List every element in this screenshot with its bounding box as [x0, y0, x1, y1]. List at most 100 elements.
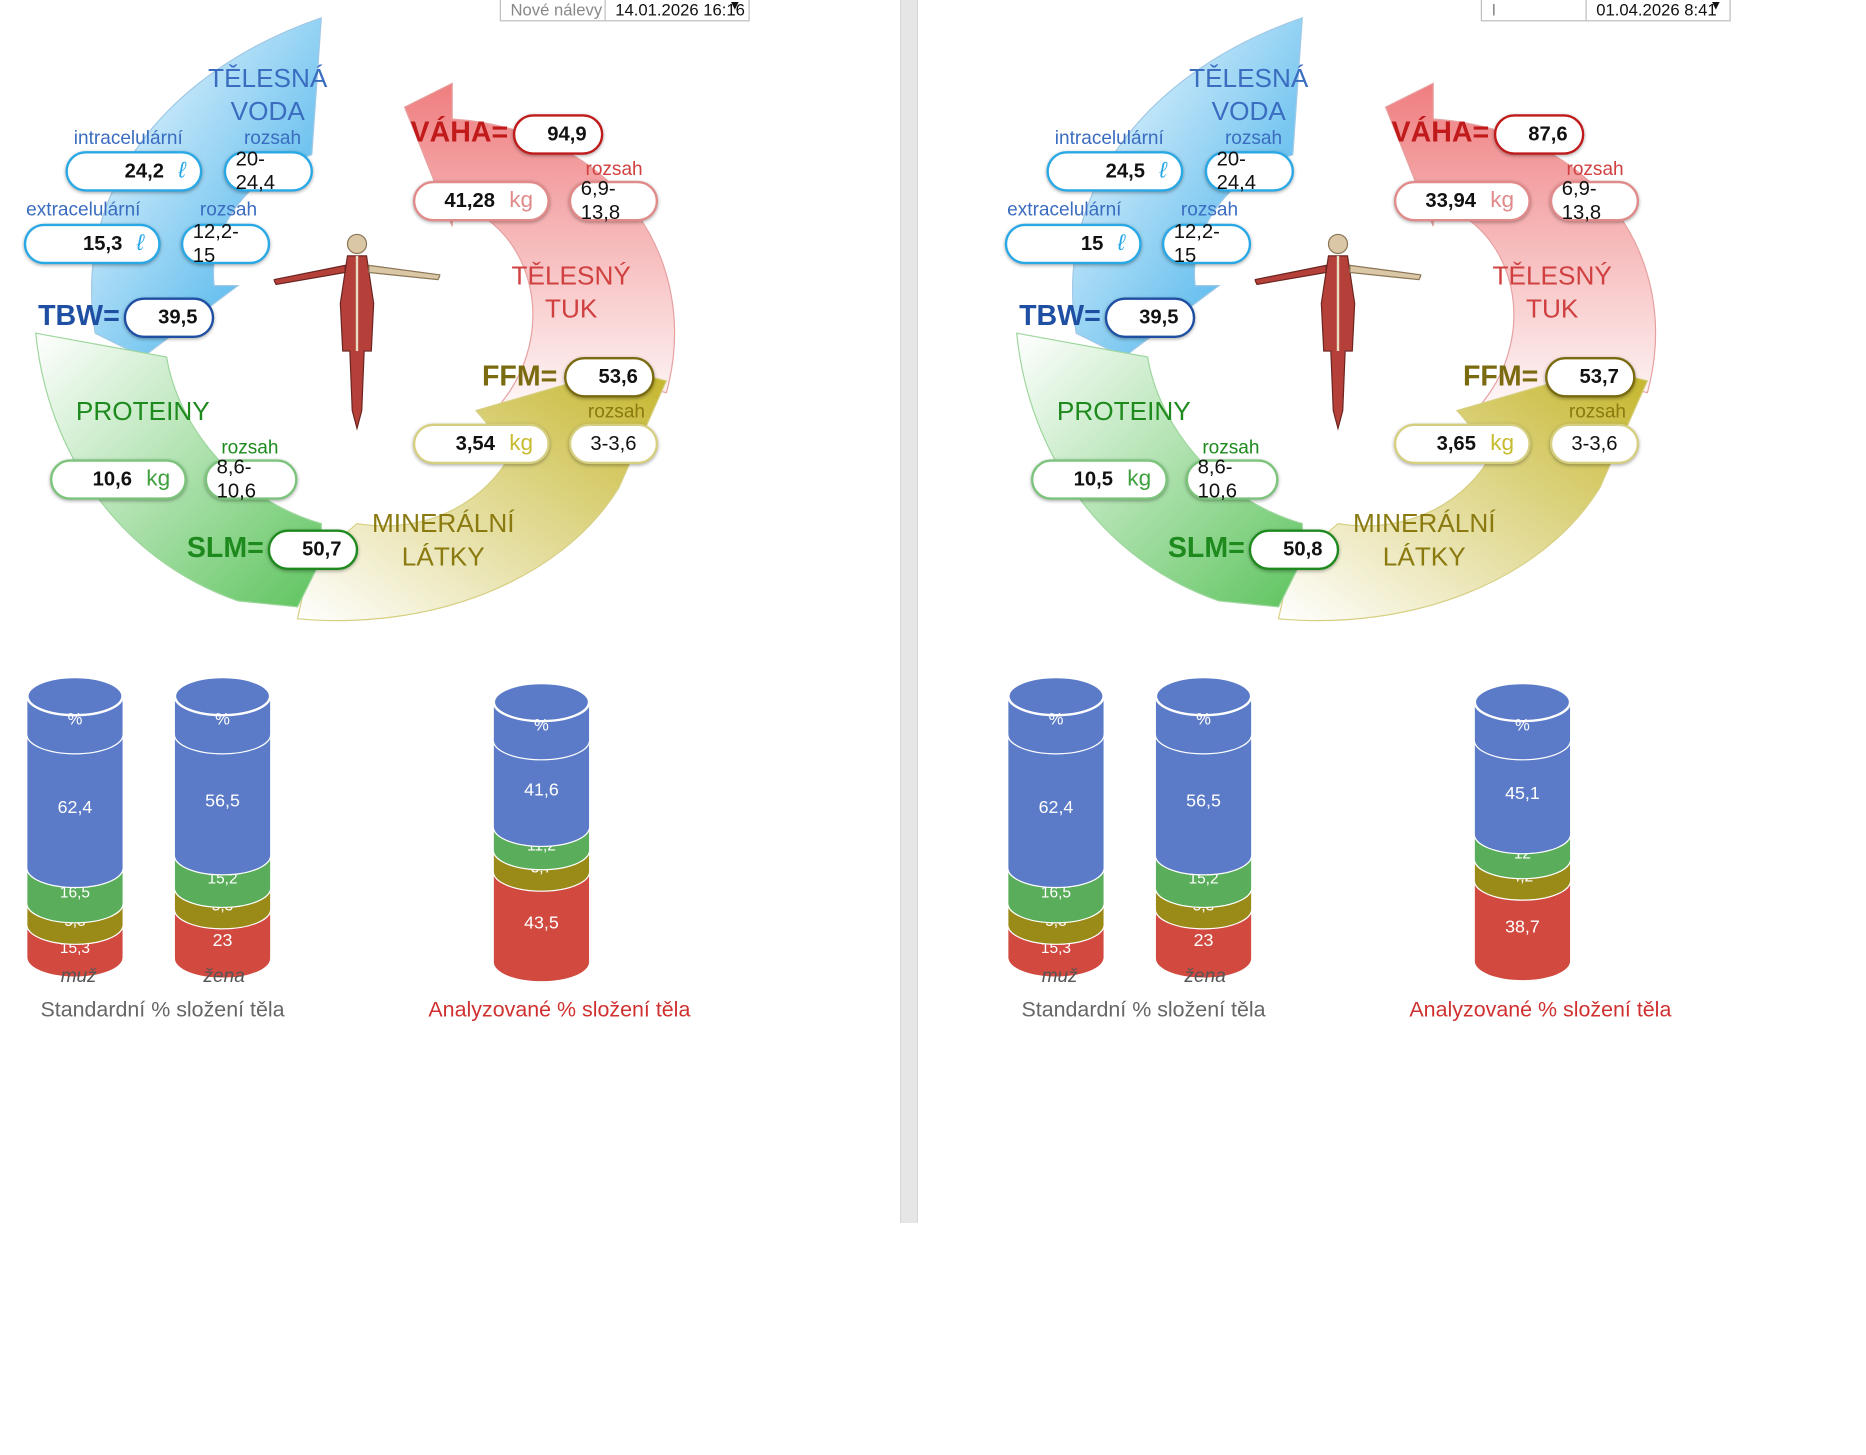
- right-analyzed-cylinder-cap-top: [1473, 681, 1572, 723]
- mineral-title: MINERÁLNÍ LÁTKY: [1352, 508, 1496, 572]
- ffm-field: 53,6: [564, 357, 655, 398]
- weight-label: VÁHA=: [410, 116, 509, 149]
- tbw-field: 39,5: [123, 297, 215, 338]
- left-female-cylinder-value-1: 15,2: [207, 870, 237, 887]
- left-male-cylinder-percent-label: %: [68, 710, 83, 729]
- mineral-range-label: rozsah: [587, 402, 646, 423]
- slm-label: SLM=: [186, 531, 264, 565]
- weight-field: 87,6: [1493, 114, 1585, 155]
- extracellular-range-field: 12,2-15: [180, 220, 271, 267]
- left-analyzed-cylinder-value-3: 43,5: [524, 913, 559, 933]
- chevron-down-icon: ▼: [728, 0, 742, 14]
- ffm-label: FFM=: [481, 360, 558, 393]
- fat-title: TĚLESNÝ TUK: [1492, 260, 1612, 324]
- fat-title: TĚLESNÝ TUK: [511, 260, 631, 324]
- right-analyzed-cylinder-segment-body-3: [1474, 880, 1571, 981]
- right-female-cylinder-segment-body-0: [1155, 734, 1252, 875]
- water-title: TĚLESNÁ VODA: [1189, 63, 1309, 127]
- fat-range-label: rozsah: [1566, 159, 1624, 180]
- left-male-cylinder-segment-body-0: [27, 734, 123, 887]
- intracellular-range-label: rozsah: [243, 128, 302, 149]
- right-analyzed-cylinder-segment-body-0: [1474, 740, 1571, 854]
- liter-icon: ℓ: [1159, 158, 1167, 184]
- slm-field: 50,8: [1248, 529, 1340, 571]
- intracellular-label: intracelulární: [1054, 128, 1164, 149]
- right-male-cylinder-value-0: 62,4: [1039, 797, 1074, 817]
- left-male-cylinder-value-1: 16,5: [60, 884, 90, 901]
- left-male-cylinder-value-3: 15,3: [60, 940, 90, 957]
- intracellular-range-field: 20-24,4: [223, 148, 313, 194]
- right-analyzed-cylinder-percent-label: %: [1515, 716, 1530, 735]
- right-analyzed-cylinder-value-3: 38,7: [1505, 917, 1540, 937]
- liter-icon: ℓ: [136, 230, 144, 256]
- panel-right: I 01.04.2026 8:41 ▼: [981, 0, 1866, 1455]
- intracellular-label: intracelulární: [73, 128, 183, 149]
- fat-range-label: rozsah: [585, 159, 643, 180]
- male-label: muž: [1041, 966, 1078, 987]
- extracellular-range-label: rozsah: [199, 199, 258, 221]
- left-female-cylinder-segment-body-0: [174, 734, 271, 875]
- liter-icon: ℓ: [1117, 230, 1125, 256]
- standard-caption: Standardní % složení těla: [40, 997, 285, 1022]
- ffm-field: 53,7: [1545, 357, 1636, 398]
- date-dropdown[interactable]: 14.01.2026 16:16 ▼: [604, 0, 750, 22]
- protein-title: PROTEINY: [75, 396, 210, 427]
- left-analyzed-cylinder-value-0: 41,6: [524, 779, 559, 799]
- extracellular-range-field: 12,2-15: [1161, 220, 1252, 267]
- left-male-cylinder-cap-top: [26, 675, 124, 717]
- left-analyzed-cylinder-cap-top: [492, 681, 591, 723]
- left-female-cylinder-cap-top: [173, 675, 272, 717]
- panel-divider: [900, 0, 918, 1223]
- right-male-cylinder-value-1: 16,5: [1041, 884, 1071, 901]
- extracellular-label: extracelulární: [26, 199, 141, 221]
- mineral-range-field: 3-3,6: [568, 423, 659, 465]
- right-female-cylinder-cap-top: [1154, 675, 1253, 717]
- extracellular-label: extracelulární: [1007, 199, 1122, 221]
- analyzed-caption: Analyzované % složení těla: [1409, 997, 1672, 1022]
- analyzed-caption: Analyzované % složení těla: [428, 997, 691, 1022]
- human-anatomy-figure: [273, 233, 441, 431]
- right-male-cylinder-segment-body-0: [1008, 734, 1104, 887]
- extracellular-range-label: rozsah: [1180, 199, 1239, 221]
- female-label: žena: [1184, 966, 1226, 987]
- intracellular-range-field: 20-24,4: [1204, 148, 1294, 194]
- composition-panel: I 01.04.2026 8:41 ▼: [981, 0, 1866, 1226]
- date-dropdown[interactable]: 01.04.2026 8:41 ▼: [1585, 0, 1731, 22]
- profile-dropdown[interactable]: Nové nálevy: [499, 0, 607, 22]
- right-male-cylinder-cap-top: [1007, 675, 1105, 717]
- male-label: muž: [60, 966, 97, 987]
- left-female-cylinder-percent-label: %: [215, 710, 230, 729]
- mineral-title: MINERÁLNÍ LÁTKY: [371, 508, 515, 572]
- human-anatomy-figure: [1254, 233, 1422, 431]
- left-analyzed-cylinder-percent-label: %: [534, 716, 549, 735]
- protein-range-field: 8,6-10,6: [1185, 456, 1279, 502]
- tbw-label: TBW=: [38, 299, 120, 333]
- mineral-range-field: 3-3,6: [1549, 423, 1640, 465]
- ffm-label: FFM=: [1462, 360, 1539, 393]
- right-female-cylinder-value-0: 56,5: [1186, 791, 1221, 811]
- right-female-cylinder-percent-label: %: [1196, 710, 1211, 729]
- fat-range-field: 6,9-13,8: [568, 177, 659, 224]
- left-male-cylinder-value-0: 62,4: [58, 797, 93, 817]
- tbw-label: TBW=: [1019, 299, 1101, 333]
- mineral-range-label: rozsah: [1568, 402, 1627, 423]
- standard-caption: Standardní % složení těla: [1021, 997, 1266, 1022]
- liter-icon: ℓ: [178, 158, 186, 184]
- right-female-cylinder-value-1: 15,2: [1188, 870, 1218, 887]
- fat-range-field: 6,9-13,8: [1549, 177, 1640, 224]
- slm-field: 50,7: [267, 529, 359, 571]
- composition-panel: Nové nálevy 14.01.2026 16:16 ▼: [0, 0, 904, 1226]
- right-female-cylinder-value-3: 23: [1194, 930, 1214, 950]
- left-female-cylinder-value-0: 56,5: [205, 791, 240, 811]
- protein-range-field: 8,6-10,6: [204, 456, 298, 502]
- weight-field: 94,9: [512, 114, 604, 155]
